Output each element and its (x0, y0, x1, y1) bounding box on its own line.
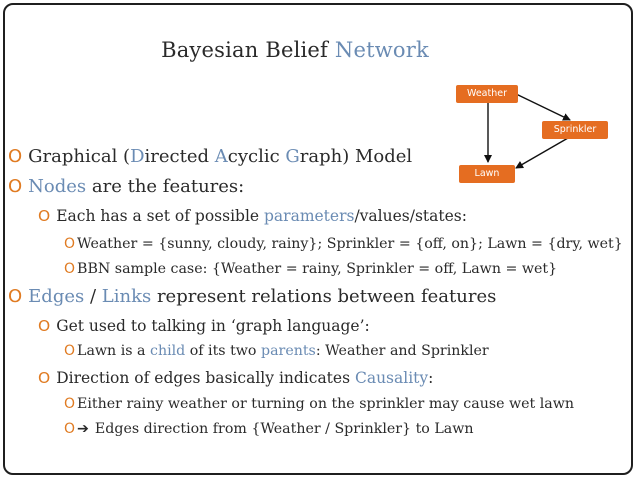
text: Graphical ( (28, 146, 131, 167)
text: are the features: (86, 176, 245, 197)
bullet-marker: O (38, 369, 51, 387)
bullet-edges-direction: O➔ Edges direction from {Weather / Sprink… (64, 421, 473, 437)
text: Edges direction from {Weather / Sprinkle… (94, 421, 474, 437)
bullet-parameters: O Each has a set of possible parameters/v… (38, 207, 467, 225)
text: : Weather and Sprinkler (315, 343, 489, 359)
slide-title: Bayesian Belief Network (0, 38, 590, 62)
bullet-marker: O (8, 286, 23, 307)
text: Lawn is a (77, 343, 150, 359)
text: Get used to talking in ‘graph language’: (56, 317, 370, 335)
text: /values/states: (354, 207, 467, 225)
text-accent: Causality (354, 369, 429, 387)
text: cyclic (227, 146, 286, 167)
node-lawn: Lawn (459, 165, 515, 183)
bullet-marker: O (64, 396, 76, 412)
text-accent: G (285, 146, 300, 167)
text-accent: A (214, 146, 228, 167)
text-accent: D (130, 146, 145, 167)
bullet-marker: O (8, 176, 23, 197)
title-part-1: Bayesian Belief (161, 38, 335, 62)
text-accent: child (150, 343, 186, 359)
bullet-marker: O (38, 207, 51, 225)
bullet-marker: O (64, 343, 76, 359)
text: represent relations between features (151, 286, 497, 307)
text-accent: Links (101, 286, 152, 307)
text: irected (144, 146, 215, 167)
text: raph) Model (299, 146, 413, 167)
text: Each has a set of possible (56, 207, 264, 225)
text: of its two (185, 343, 261, 359)
title-part-2: Network (334, 38, 429, 62)
bullet-marker: O (64, 421, 76, 437)
bullet-marker: O (38, 317, 51, 335)
text: / (84, 286, 102, 307)
node-sprinkler: Sprinkler (542, 121, 608, 139)
text: Weather = {sunny, cloudy, rainy}; Sprink… (77, 236, 623, 252)
node-weather: Weather (456, 85, 518, 103)
text: BBN sample case: {Weather = rainy, Sprin… (77, 261, 558, 277)
slide-frame (3, 3, 633, 475)
text-accent: parameters (264, 207, 355, 225)
text-accent: parents (261, 343, 316, 359)
text-accent: Nodes (28, 176, 87, 197)
bullet-marker: O (64, 236, 76, 252)
text-accent: Edges (28, 286, 85, 307)
arrow-icon: ➔ (77, 421, 89, 437)
bullet-graph-language: O Get used to talking in ‘graph language’… (38, 317, 370, 335)
text: Direction of edges basically indicates (56, 369, 355, 387)
text: : (428, 369, 434, 387)
bullet-marker: O (64, 261, 76, 277)
text: Either rainy weather or turning on the s… (77, 396, 575, 412)
bullet-marker: O (8, 146, 23, 167)
